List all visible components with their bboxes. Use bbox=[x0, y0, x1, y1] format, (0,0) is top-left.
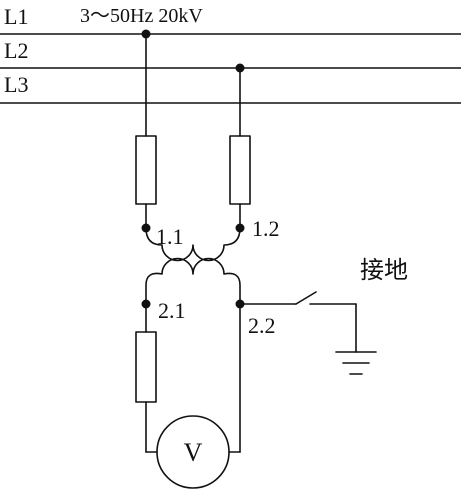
voltmeter-circle bbox=[156, 415, 230, 489]
voltmeter-label: V bbox=[184, 438, 203, 467]
primary-winding bbox=[145, 227, 241, 262]
ground-switch-blade bbox=[295, 291, 317, 305]
ground-label: 接地 bbox=[360, 257, 408, 284]
phase-l3-label: L3 bbox=[4, 72, 28, 97]
supply-spec-label: 3～50Hz 20kV bbox=[80, 5, 203, 27]
primary-right-fuse bbox=[229, 135, 251, 205]
secondary-left-fuse bbox=[135, 331, 157, 403]
terminal-2-1-label: 2.1 bbox=[158, 298, 186, 323]
phase-l2-label: L2 bbox=[4, 38, 28, 63]
phase-l1-label: L1 bbox=[4, 4, 28, 29]
terminal-1-2-label: 1.2 bbox=[252, 216, 280, 241]
primary-left-fuse bbox=[135, 135, 157, 205]
terminal-2-2-label: 2.2 bbox=[248, 313, 276, 338]
secondary-winding bbox=[145, 257, 241, 305]
